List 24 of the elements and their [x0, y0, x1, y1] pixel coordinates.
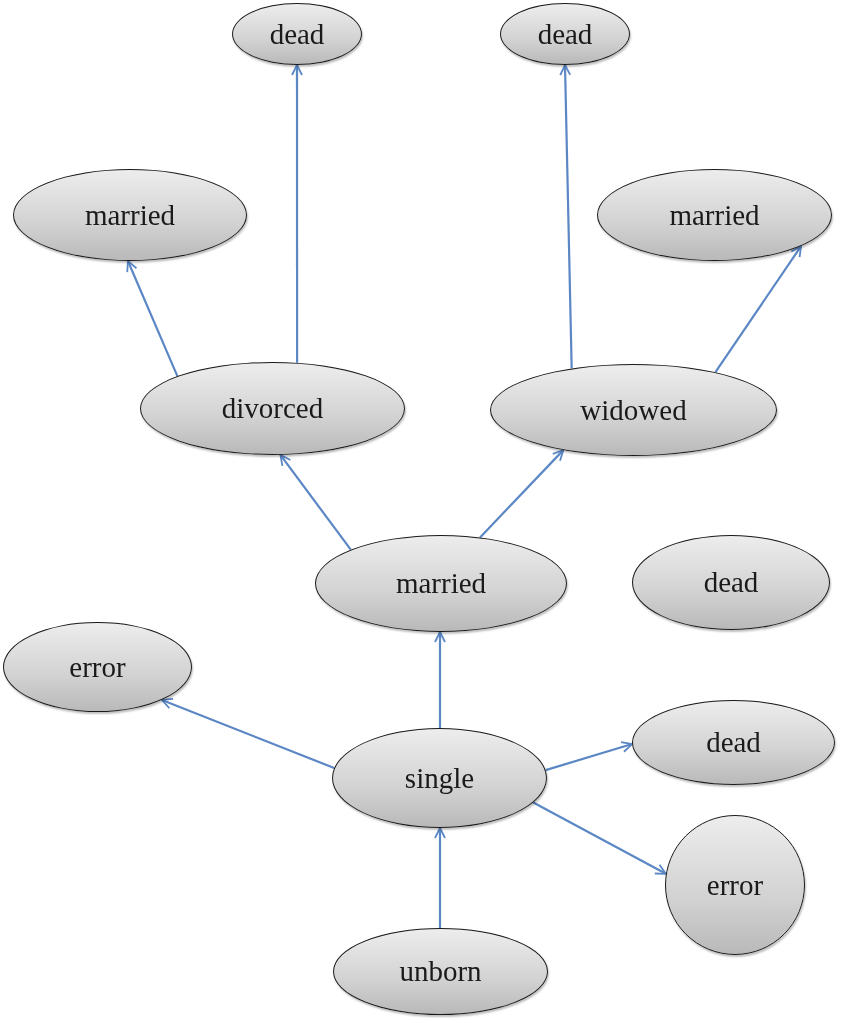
state-label: divorced	[221, 392, 324, 425]
arrow	[714, 245, 802, 373]
state-label: error	[706, 868, 764, 902]
state-label: single	[404, 761, 475, 795]
state-label: married	[395, 567, 487, 600]
arrow	[532, 801, 667, 875]
arrow	[434, 827, 446, 928]
arrow	[479, 449, 565, 539]
arrow	[545, 741, 633, 772]
state-label: dead	[703, 566, 759, 599]
state-label: dead	[706, 726, 761, 759]
arrow	[279, 454, 352, 551]
arrow	[291, 64, 303, 363]
state-label: error	[69, 650, 126, 684]
state-label: dead	[269, 17, 325, 51]
arrow	[161, 698, 335, 770]
state-label: widowed	[580, 393, 687, 427]
state-label: dead	[537, 17, 593, 51]
state-label: married	[84, 198, 176, 232]
arrow	[559, 64, 573, 369]
state-label: married	[669, 198, 760, 232]
state-label: unborn	[399, 955, 482, 988]
arrow	[434, 631, 446, 728]
arrow	[126, 260, 179, 377]
